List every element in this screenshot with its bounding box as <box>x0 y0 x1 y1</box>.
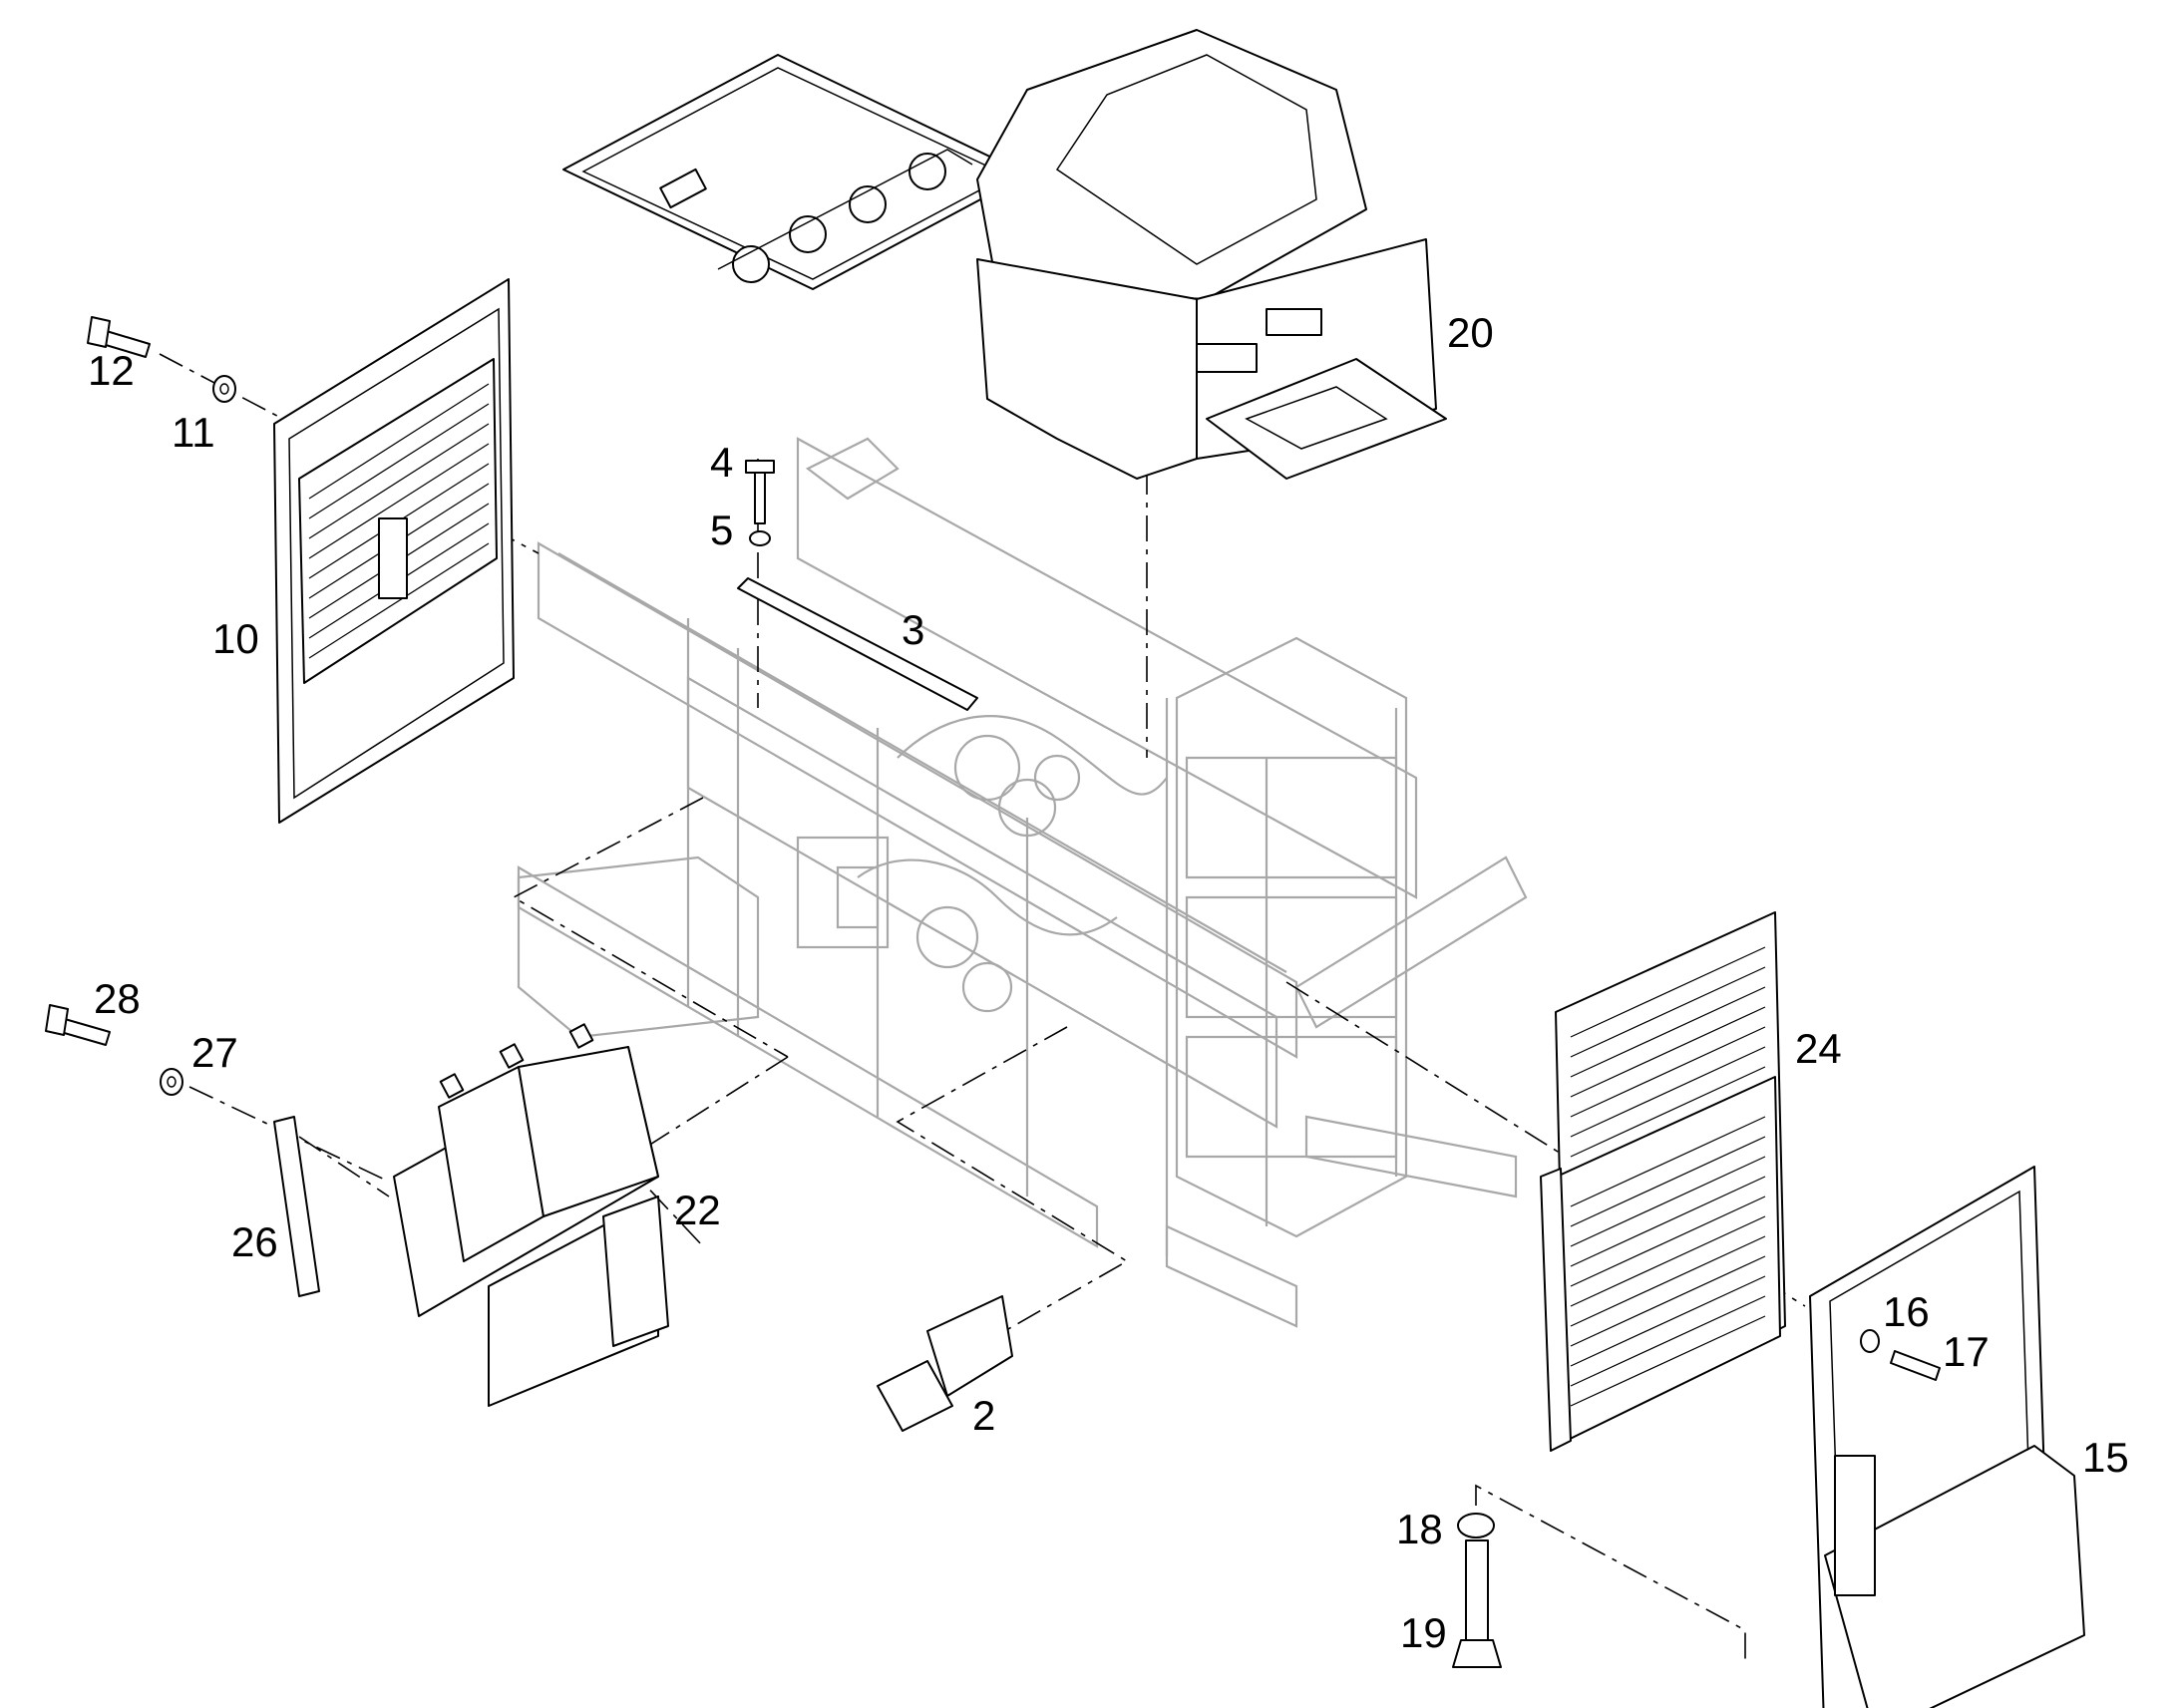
callout-12: 12 <box>88 347 135 394</box>
callout-4: 4 <box>710 439 733 486</box>
central-frame-assembly <box>517 437 1528 1328</box>
callout-27: 27 <box>191 1029 238 1076</box>
callout-28: 28 <box>94 975 141 1022</box>
callout-15: 15 <box>2082 1434 2129 1481</box>
part-small-bracket <box>877 1295 1013 1432</box>
callout-labels: 2 3 4 5 10 11 12 15 16 17 18 19 20 22 24… <box>88 309 2129 1656</box>
callout-3: 3 <box>902 606 924 653</box>
part-right-door-panel <box>1809 1166 2085 1708</box>
callout-24: 24 <box>1795 1025 1842 1072</box>
callout-19: 19 <box>1400 1609 1447 1656</box>
callout-17: 17 <box>1943 1328 1990 1375</box>
callout-2: 2 <box>972 1392 995 1439</box>
part-bolt-and-washer-upper <box>87 316 236 403</box>
part-right-radiator-grille <box>1540 911 1786 1452</box>
part-side-strip <box>273 1116 320 1297</box>
callout-16: 16 <box>1883 1288 1930 1335</box>
part-bolt-and-washer-lower <box>45 1004 183 1096</box>
callout-18: 18 <box>1396 1506 1443 1552</box>
part-roof-hood <box>562 29 1447 480</box>
part-bracket-bar <box>737 460 978 711</box>
callout-10: 10 <box>212 615 259 662</box>
callout-20: 20 <box>1447 309 1494 356</box>
part-bolt-and-washer-right <box>1452 1329 1941 1668</box>
part-lower-left-cover <box>393 1023 669 1407</box>
callout-11: 11 <box>172 409 215 456</box>
callout-5: 5 <box>710 507 733 553</box>
leader-lines <box>159 353 1806 1660</box>
callout-26: 26 <box>231 1218 278 1265</box>
callout-22: 22 <box>674 1187 721 1233</box>
part-left-door-panel <box>273 278 515 824</box>
